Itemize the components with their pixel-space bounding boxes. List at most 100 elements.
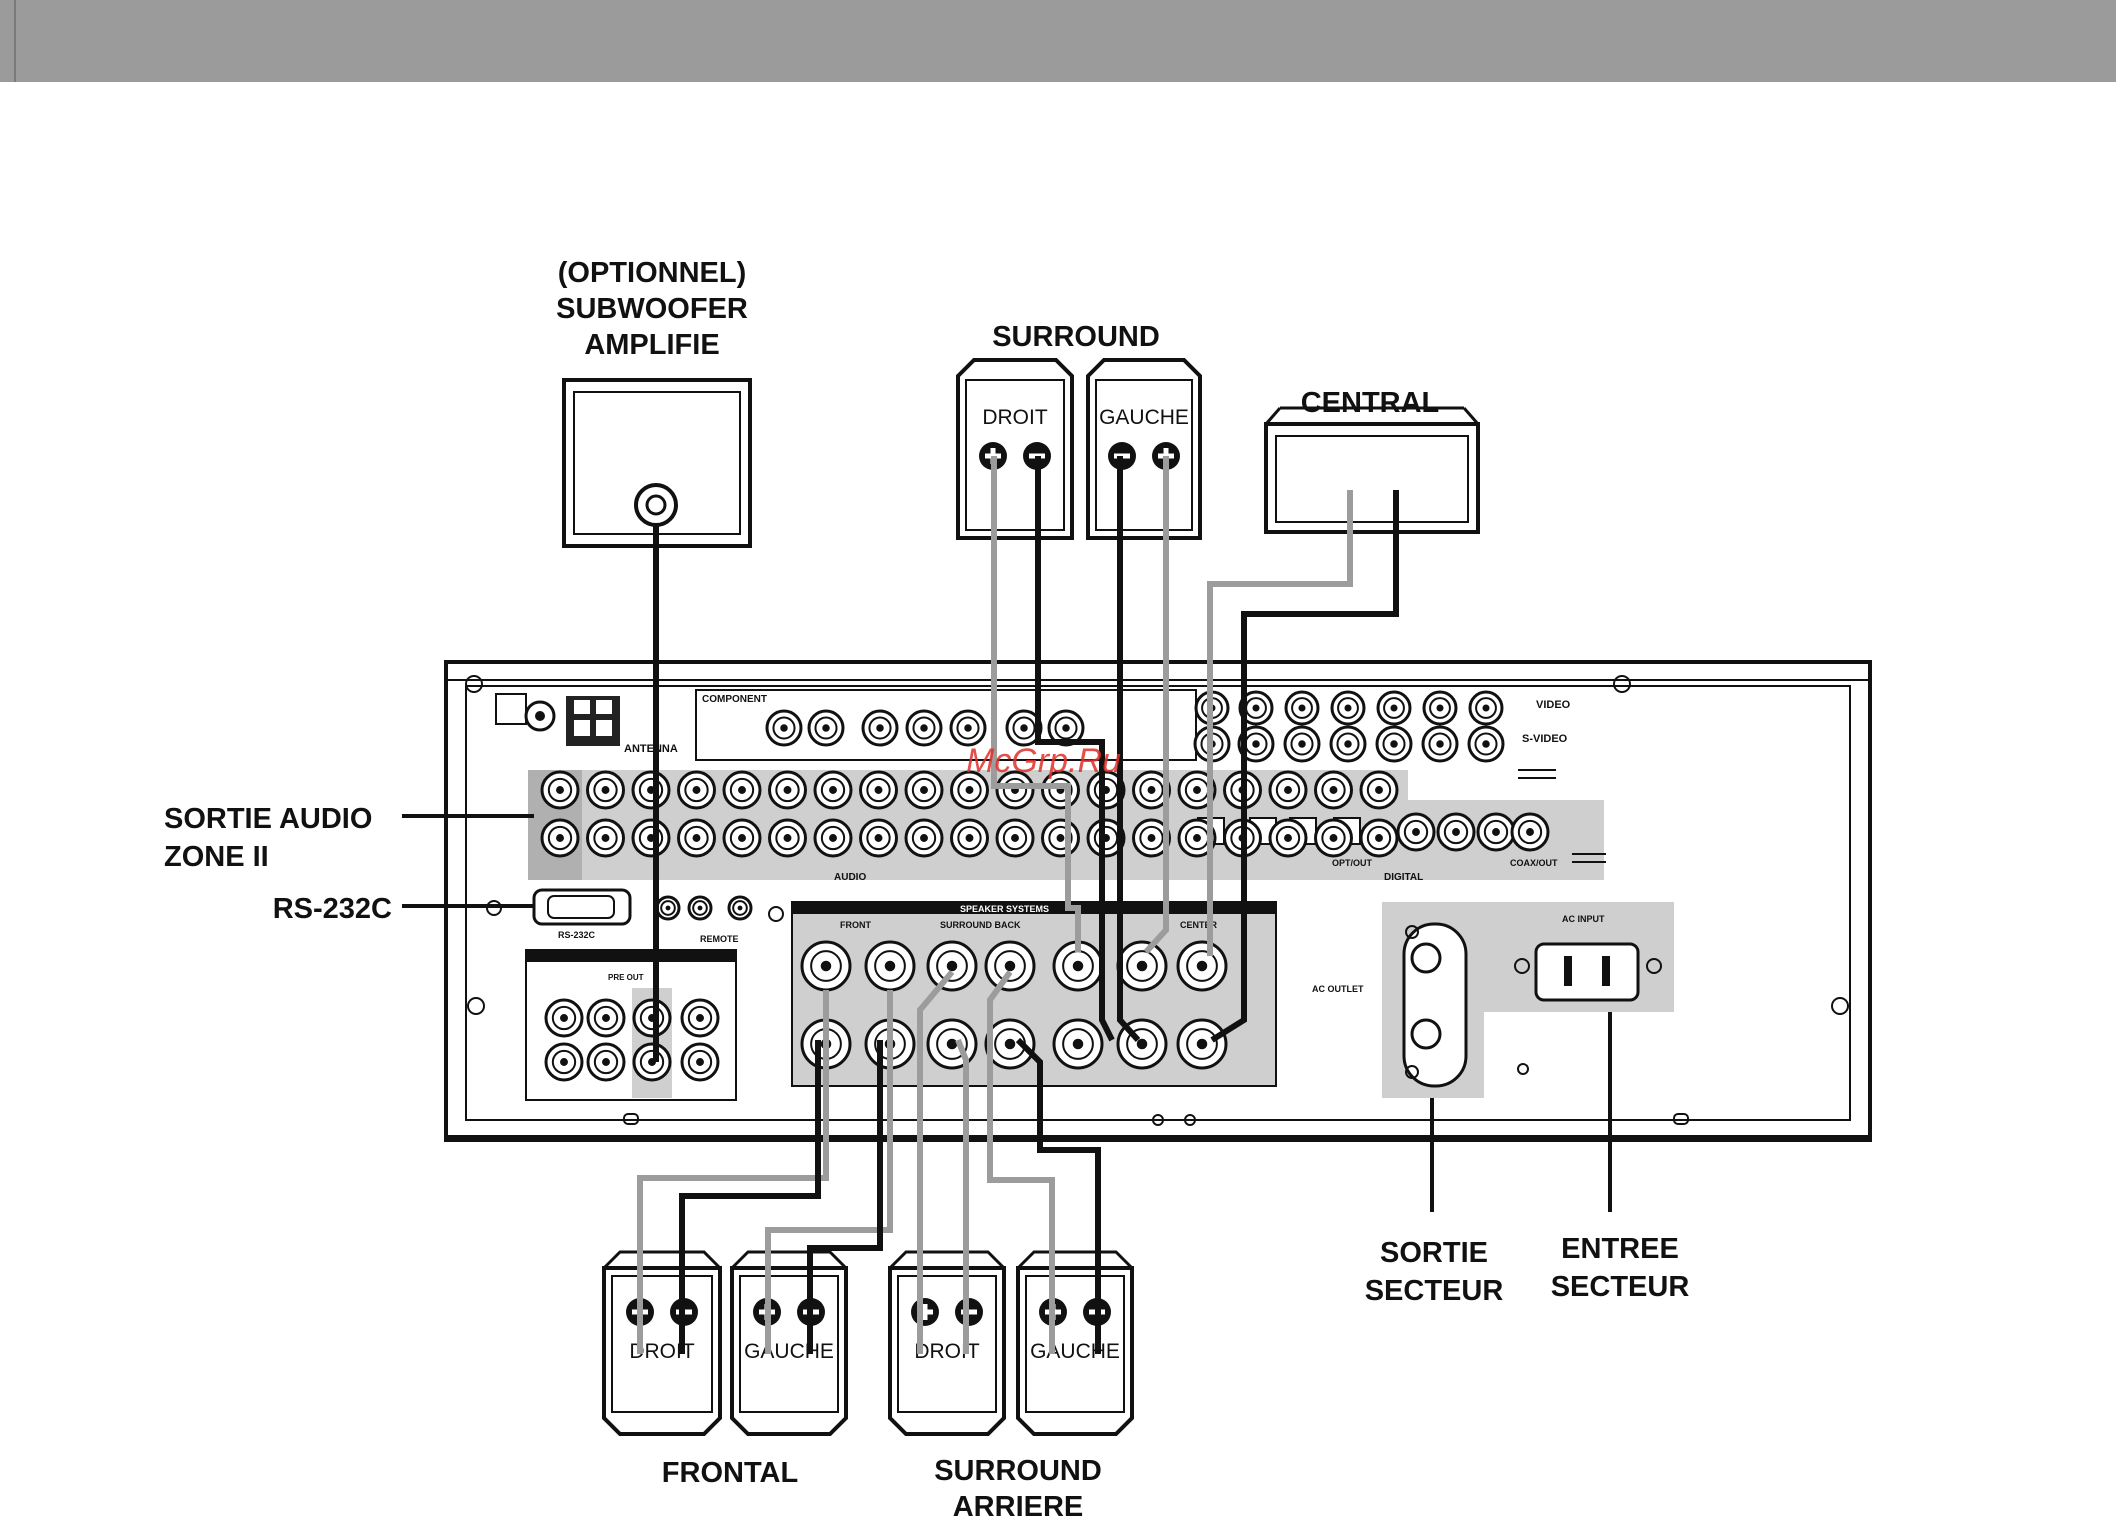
speaker-terminal-bottom-6 (1176, 1018, 1228, 1070)
remote-jack-0 (655, 895, 681, 921)
audio-in-l-jack-7 (859, 770, 898, 810)
video-jack-1 (1238, 690, 1274, 726)
rca-jacks-group (540, 690, 1550, 1082)
surround-right-speaker: DROIT (956, 358, 1074, 540)
component-jack-1 (807, 709, 845, 747)
surround-left-speaker: GAUCHE (1086, 358, 1202, 540)
s-video-jack-2 (1283, 725, 1321, 763)
audio-in-l-jack-13 (1132, 770, 1171, 810)
speaker-terminal-bottom-4 (1052, 1018, 1104, 1070)
surround-back-right-speaker-plus-terminal-icon (911, 1298, 939, 1326)
surround-label: SURROUND (992, 321, 1160, 353)
s-video-jack-6 (1467, 725, 1505, 763)
speaker-terminal-top-5 (1116, 940, 1168, 992)
audio-in-r-jack-16 (1268, 818, 1308, 858)
watermark: McGrp.Ru (966, 742, 1121, 780)
preout-top-jack-1 (586, 998, 626, 1038)
front-right-speaker-label: DROIT (629, 1340, 695, 1363)
component-jack-0 (765, 709, 803, 747)
subwoofer-label-line2: SUBWOOFER (556, 293, 748, 325)
speaker-terminal-top-0 (800, 940, 852, 992)
digital-strip-label: DIGITAL (1384, 872, 1423, 883)
audio-in-r-jack-7 (859, 818, 898, 858)
preout-bottom-jack-2 (632, 1042, 672, 1082)
audio-in-l-jack-3 (677, 770, 716, 810)
central-label: CENTRAL (1301, 387, 1440, 419)
audio-in-r-jack-3 (677, 818, 716, 858)
component-jack-4 (949, 709, 987, 747)
ac-in-label-line2: SECTEUR (1551, 1271, 1690, 1303)
audio-in-l-jack-8 (904, 770, 944, 810)
ac-outlet-label: AC OUTLET (1312, 984, 1364, 994)
speaker-systems-label: SPEAKER SYSTEMS (960, 904, 1049, 914)
preout-top-jack-3 (680, 998, 720, 1038)
audio-in-l-jack-17 (1314, 770, 1353, 810)
audio-strip-label: AUDIO (834, 872, 866, 883)
component-jack-3 (905, 709, 943, 747)
audio-in-r-jack-9 (950, 818, 989, 858)
surround-back-label-line2: ARRIERE (953, 1491, 1084, 1522)
remote-jack-2 (727, 895, 753, 921)
audio-in-l-jack-14 (1177, 770, 1217, 810)
rs232-download-label: RS-232C (558, 930, 596, 940)
preout-bottom-jack-3 (680, 1042, 720, 1082)
s-video-jack-4 (1375, 725, 1413, 763)
coax-out-label: COAX/OUT (1510, 858, 1558, 868)
audio-in-r-jack-12 (1086, 818, 1126, 858)
leader-lines (402, 814, 1612, 1212)
audio-in-l-jack-18 (1359, 770, 1399, 810)
audio-in-l-jack-6 (813, 770, 853, 810)
preout-bottom-jack-1 (586, 1042, 626, 1082)
audio-in-r-jack-6 (813, 818, 853, 858)
preout-top-jack-2 (632, 998, 672, 1038)
center-terminal-label: CENTER (1180, 920, 1218, 930)
audio-in-r-jack-2 (631, 818, 671, 858)
speaker-terminal-top-6 (1176, 940, 1228, 992)
audio-in-r-jack-5 (768, 818, 807, 858)
audio-in-l-jack-16 (1268, 770, 1308, 810)
audio-in-l-jack-2 (631, 770, 671, 810)
frontal-label: FRONTAL (662, 1457, 798, 1489)
audio-in-r-jack-11 (1041, 818, 1080, 858)
surround-back-right-speaker-label: DROIT (914, 1340, 980, 1363)
speaker-wires (637, 456, 1399, 1354)
digital-coax-jack-1 (1436, 812, 1476, 852)
zone2-label-line1: SORTIE AUDIO (164, 803, 372, 835)
opt-out-label: OPT/OUT (1332, 858, 1373, 868)
s-video-label: S-VIDEO (1522, 733, 1568, 745)
surround-left-speaker-label: GAUCHE (1099, 406, 1189, 429)
audio-in-l-jack-10 (995, 770, 1035, 810)
audio-in-r-jack-8 (904, 818, 944, 858)
video-jack-5 (1422, 690, 1458, 726)
s-video-jack-1 (1237, 725, 1275, 763)
component-jack-2 (861, 709, 899, 747)
audio-in-r-jack-0 (540, 818, 580, 858)
pre-out-label: PRE OUT (608, 973, 644, 982)
audio-in-l-jack-0 (540, 770, 580, 810)
audio-in-r-jack-17 (1314, 818, 1353, 858)
audio-in-l-jack-5 (768, 770, 807, 810)
video-label: VIDEO (1536, 699, 1571, 711)
front-terminal-label: FRONT (840, 920, 871, 930)
center-speaker-box (1264, 406, 1480, 534)
video-jack-3 (1330, 690, 1366, 726)
surround-back-right-speaker: DROIT (888, 1250, 1006, 1436)
preout-bottom-jack-0 (544, 1042, 584, 1082)
video-jack-4 (1376, 690, 1412, 726)
audio-in-r-jack-14 (1177, 818, 1217, 858)
subwoofer-box (562, 378, 752, 548)
zone2-label-line2: ZONE II (164, 841, 269, 873)
component-jack-6 (1047, 709, 1085, 747)
ac-input-label: AC INPUT (1562, 914, 1605, 924)
remote-label: REMOTE (700, 934, 739, 944)
speaker-terminal-top-2 (926, 940, 978, 992)
ac-out-label-line2: SECTEUR (1365, 1275, 1504, 1307)
front-right-speaker: DROIT (602, 1250, 722, 1436)
digital-coax-jack-3 (1510, 812, 1550, 852)
video-jack-2 (1284, 690, 1320, 726)
audio-in-l-jack-4 (722, 770, 762, 810)
surround-back-left-speaker-label: GAUCHE (1030, 1340, 1120, 1363)
antenna-label: ANTENNA (624, 743, 678, 755)
audio-in-l-jack-12 (1086, 770, 1126, 810)
